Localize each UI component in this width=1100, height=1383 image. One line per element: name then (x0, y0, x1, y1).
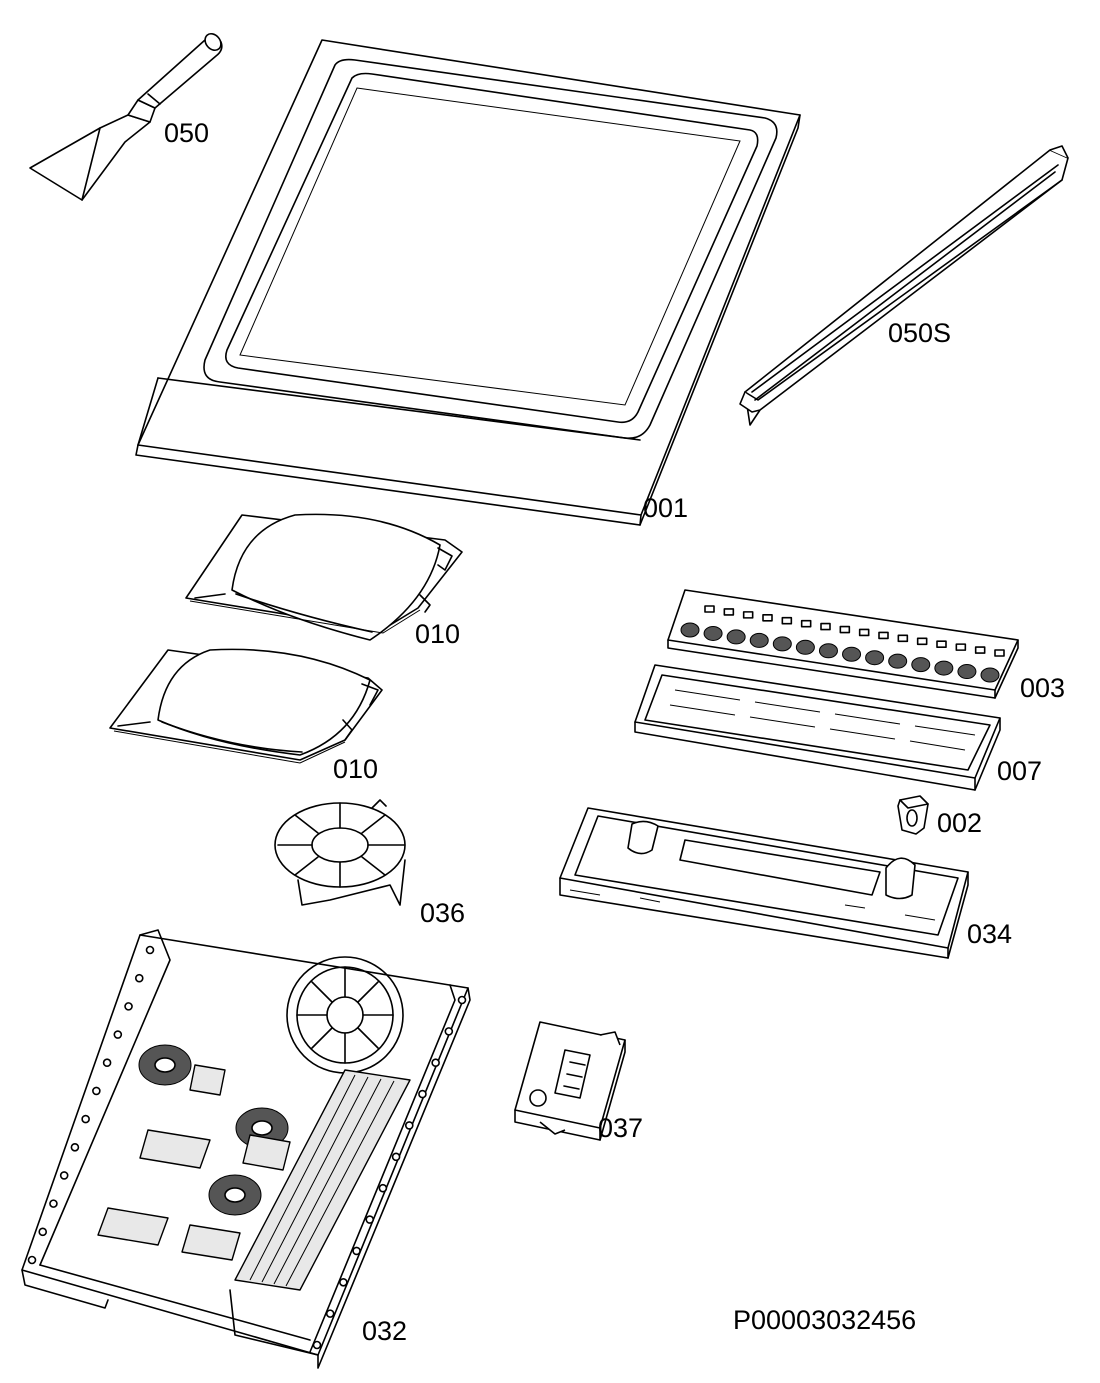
chassis-hole (352, 1246, 361, 1256)
chassis-hole (92, 1086, 101, 1096)
pcb-capacitor (749, 632, 769, 648)
pcb-led-segment (723, 608, 735, 616)
part-037-terminal-block (514, 1021, 626, 1141)
label-036: 036 (420, 898, 465, 928)
pcb-capacitor (888, 653, 908, 669)
chassis-hole (49, 1199, 58, 1208)
pcb-led-segment (994, 649, 1005, 657)
part-002-cable-clip (897, 795, 929, 835)
chassis-hole (378, 1183, 388, 1193)
chassis-hole (418, 1089, 427, 1099)
pcb-led-segment (974, 646, 986, 654)
label-010-lower: 010 (333, 754, 378, 784)
part-034-control-housing (559, 807, 969, 959)
label-001: 001 (643, 493, 688, 523)
chassis-hole (431, 1058, 440, 1068)
label-007: 007 (997, 756, 1042, 786)
part-010-induction-coil-lower (109, 648, 383, 764)
chassis-hole (102, 1058, 112, 1068)
pcb-capacitor (680, 622, 700, 638)
label-050s: 050S (888, 318, 951, 348)
chassis-hole (124, 1002, 133, 1011)
drawing-number: P00003032456 (733, 1305, 916, 1335)
pcb-capacitor (842, 646, 862, 662)
label-003: 003 (1020, 673, 1065, 703)
chassis-hole (312, 1340, 322, 1350)
pcb-capacitor (726, 629, 746, 645)
label-010-upper: 010 (415, 619, 460, 649)
pcb-led-segment (704, 605, 715, 613)
label-050: 050 (164, 118, 209, 148)
pcb-capacitor (911, 657, 931, 673)
toroid-core (224, 1187, 246, 1203)
pcb-capacitor (818, 643, 838, 659)
chassis-hole (325, 1309, 335, 1318)
chassis-hole (457, 995, 467, 1005)
part-032-main-chassis (21, 929, 471, 1369)
pcb-capacitor (703, 625, 723, 641)
pcb-capacitor (772, 636, 792, 652)
pcb-led-segment (936, 640, 947, 649)
part-007-board-housing (634, 664, 1001, 791)
chassis-hole (27, 1255, 37, 1265)
chassis-hole (391, 1152, 401, 1162)
pcb-led-segment (858, 628, 870, 637)
pcb-led-segment (955, 643, 967, 651)
chassis-hole (38, 1227, 48, 1237)
pcb-capacitor (980, 667, 1000, 683)
pcb-capacitor (795, 639, 815, 655)
label-034: 034 (967, 919, 1012, 949)
chassis-hole (59, 1171, 69, 1180)
part-001-ceramic-glass (135, 39, 801, 526)
label-032: 032 (362, 1316, 407, 1346)
label-037: 037 (598, 1113, 643, 1143)
chassis-hole (365, 1215, 375, 1224)
pcb-led-segment (878, 631, 889, 640)
pcb-capacitor (934, 660, 954, 676)
pcb-led-segment (762, 613, 773, 622)
label-002: 002 (937, 808, 982, 838)
chassis-hole (444, 1027, 454, 1036)
chassis-hole (134, 973, 144, 983)
chassis-hole (404, 1121, 414, 1130)
part-010-induction-coil-upper (185, 513, 463, 641)
part-050s-trim-profile (739, 145, 1069, 426)
chassis-hole (145, 945, 155, 955)
part-050-scraper (29, 32, 223, 201)
chassis-hole (81, 1114, 90, 1124)
chassis-hole (339, 1277, 348, 1287)
pcb-led-segment (820, 622, 831, 631)
pcb-led-segment (781, 616, 793, 625)
pcb-led-segment (897, 634, 909, 643)
pcb-capacitor (957, 664, 977, 680)
pcb-led-segment (742, 611, 754, 619)
chassis-hole (70, 1142, 80, 1152)
pcb-led-segment (916, 637, 928, 646)
part-003-control-board (667, 589, 1019, 699)
pcb-led-segment (800, 619, 812, 628)
toroid-core (251, 1120, 273, 1136)
toroid-core (154, 1057, 176, 1073)
pcb-led-segment (839, 625, 851, 634)
chassis-hole (113, 1030, 123, 1039)
part-036-fan-guard (274, 799, 406, 906)
pcb-capacitor (865, 650, 885, 666)
